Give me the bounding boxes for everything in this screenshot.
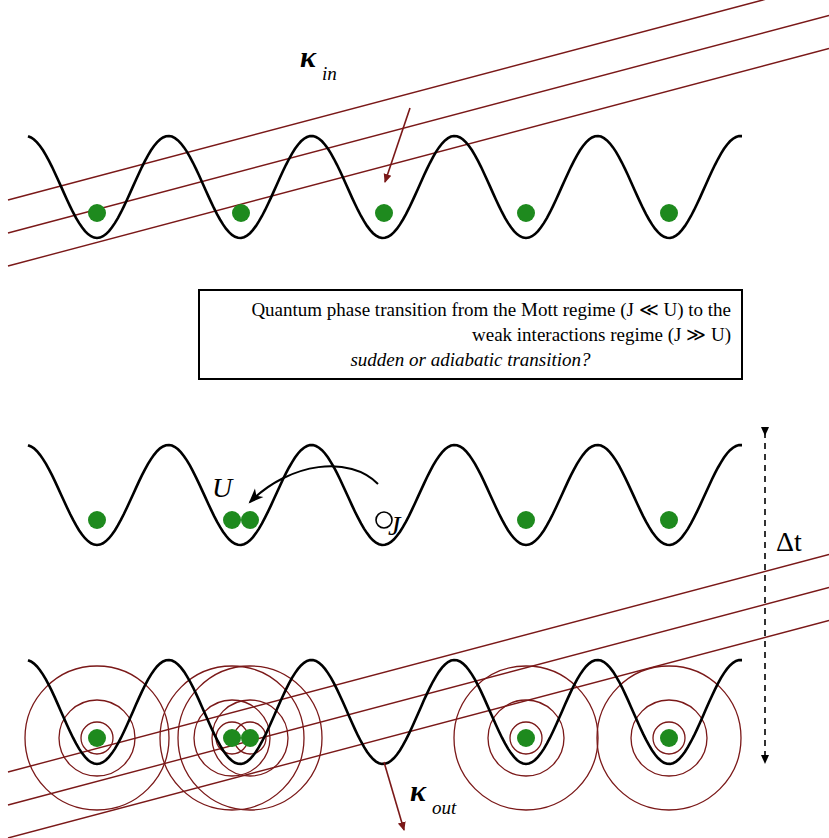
wavefront	[8, 48, 829, 266]
atom	[88, 204, 106, 222]
box-heading: Quantum phase transition from the Mott r…	[210, 297, 731, 347]
wavevector-subscript: out	[432, 798, 456, 817]
time-label: Δt	[776, 528, 802, 556]
spherical-wave	[653, 722, 685, 754]
spherical-wave	[160, 666, 304, 810]
wavefront	[8, 15, 829, 233]
atom	[660, 204, 678, 222]
atoms	[88, 204, 678, 747]
outgoing-arrow	[384, 762, 404, 830]
wavevector-subscript: in	[322, 64, 337, 83]
atom	[660, 511, 678, 529]
atom	[375, 204, 393, 222]
atom	[223, 511, 241, 529]
wavevector-symbol: κ	[300, 42, 316, 72]
box-question: sudden or adiabatic transition?	[210, 347, 731, 372]
wavefront	[8, 620, 829, 838]
spherical-wave	[510, 722, 542, 754]
incoming-arrow	[385, 108, 410, 182]
atom	[88, 511, 106, 529]
hopping-label: J	[388, 512, 400, 540]
spherical-wave	[25, 666, 169, 810]
lattice-potential	[28, 445, 742, 545]
wavefront	[8, 0, 829, 200]
spherical-wave	[597, 666, 741, 810]
lattice-potential	[28, 660, 742, 764]
atom	[241, 729, 259, 747]
hop-arrow	[250, 466, 378, 502]
spherical-wave	[454, 666, 598, 810]
atom	[517, 204, 535, 222]
spherical-wave	[81, 722, 113, 754]
atom	[241, 511, 259, 529]
time-bracket	[764, 432, 766, 760]
spherical-wave	[178, 666, 322, 810]
atom	[223, 729, 241, 747]
plane-waves	[8, 0, 829, 838]
wavefront	[8, 554, 829, 772]
atom	[517, 511, 535, 529]
interaction-label: U	[212, 474, 232, 502]
statement-box: Quantum phase transition from the Mott r…	[198, 289, 743, 380]
optical-lattice	[28, 136, 742, 764]
atom	[660, 729, 678, 747]
wavevector-symbol: κ	[410, 776, 426, 806]
wavefront	[8, 587, 829, 805]
lattice-potential	[28, 136, 742, 238]
atom	[88, 729, 106, 747]
atom	[232, 204, 250, 222]
atom	[517, 729, 535, 747]
scattered-waves	[25, 666, 741, 810]
